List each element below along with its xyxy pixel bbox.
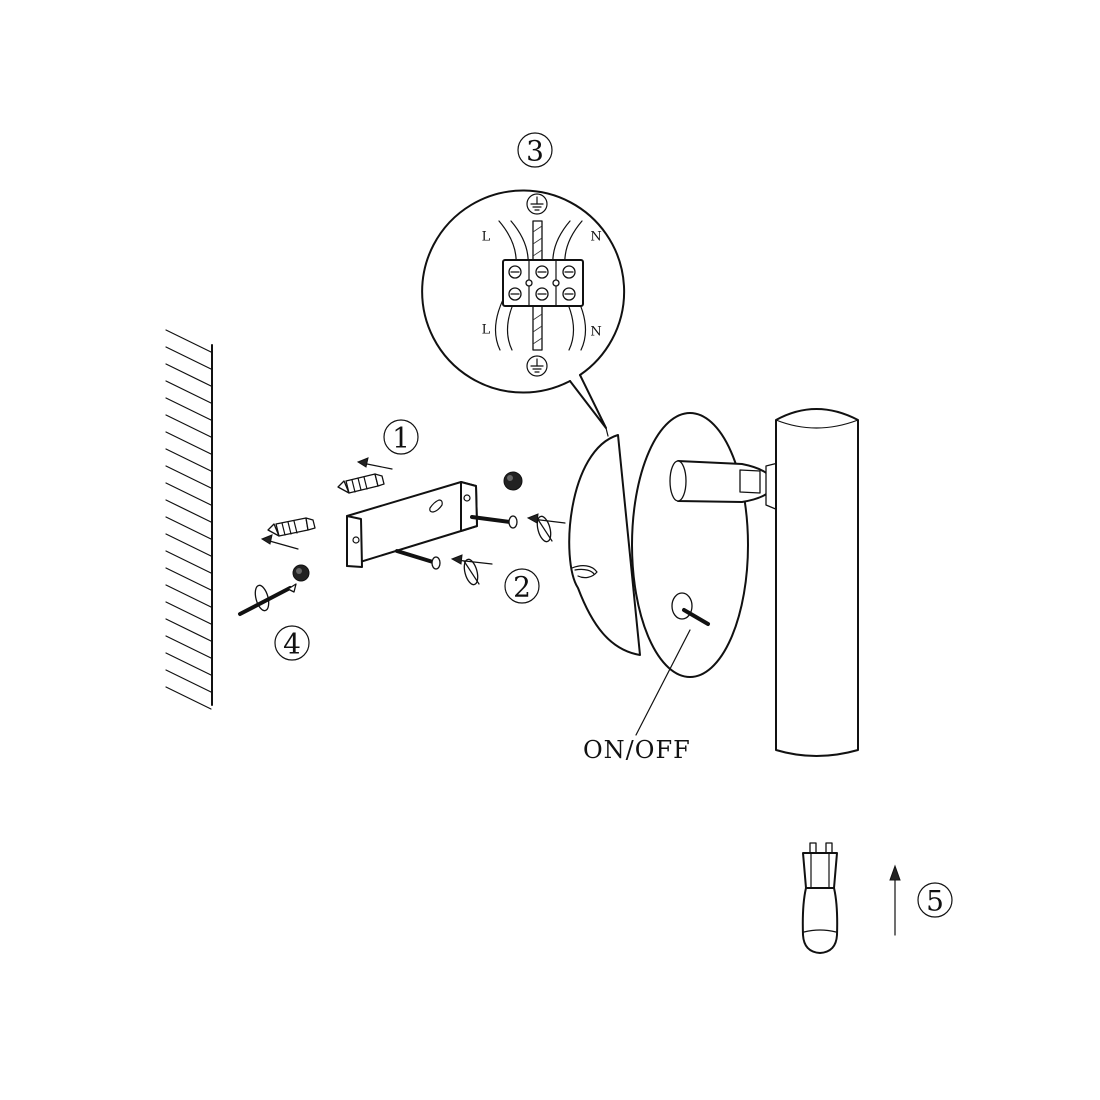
arrow-icon: [526, 513, 566, 524]
earth-symbol-top-icon: [526, 193, 548, 215]
wall-hatch-line: [165, 414, 212, 438]
step-4-marker: 4: [274, 625, 310, 661]
wall-hatch-line: [165, 465, 212, 489]
neutral-label-top: N: [590, 230, 601, 245]
terminal-block: [502, 259, 584, 307]
live-label-bottom: L: [482, 323, 491, 338]
g9-bulb-icon: [801, 842, 839, 954]
wall-hatch-line: [165, 499, 212, 523]
canopy-plate: [568, 412, 749, 678]
step-3-number: 3: [526, 135, 544, 168]
cap-nut-upper: [503, 471, 523, 491]
washer-upper: [536, 515, 553, 543]
cap-nut-lower: [292, 564, 310, 582]
wall-hatch-line: [165, 652, 212, 676]
up-arrow-icon: [889, 864, 901, 936]
earth-symbol-bottom-icon: [526, 355, 548, 377]
wall-hatch-line: [165, 533, 212, 557]
wiring-detail-callout: [421, 189, 626, 437]
wall-hatch-line: [165, 635, 212, 659]
wall-hatch-line: [165, 448, 212, 472]
step-2-marker: 2: [504, 568, 540, 604]
arrow-icon: [356, 457, 393, 470]
wall-hatch-line: [165, 482, 212, 506]
live-label-top: L: [482, 230, 491, 245]
step-2-number: 2: [513, 571, 531, 604]
wall: [165, 329, 213, 710]
step-1-marker: 1: [383, 419, 419, 455]
wall-hatch-line: [165, 363, 212, 387]
wall-hatch-line: [165, 584, 212, 608]
screw-lower: [395, 549, 441, 570]
wall-hatch-line: [165, 567, 212, 591]
washer-middle: [463, 558, 480, 586]
wall-hatch-line: [165, 346, 212, 370]
step-4-number: 4: [283, 628, 301, 661]
step-5-number: 5: [926, 885, 944, 918]
step-5-marker: 5: [917, 882, 953, 918]
screwdriver: [238, 583, 297, 616]
on-off-switch: [635, 592, 710, 736]
wall-plug-upper: [337, 473, 385, 494]
wall-hatch-line: [165, 550, 212, 574]
wall-plug-lower: [267, 517, 316, 537]
neutral-label-bottom: N: [590, 325, 601, 340]
lamp-arm: [669, 460, 779, 511]
step-3-marker: 3: [517, 132, 553, 168]
wall-hatch-line: [165, 380, 212, 404]
step-1-number: 1: [392, 422, 410, 455]
wall-hatch-line: [165, 601, 212, 625]
screw-upper: [470, 515, 518, 529]
wall-hatch-line: [165, 618, 212, 642]
on-off-label: ON/OFF: [583, 736, 691, 764]
wall-hatch-line: [165, 329, 212, 353]
arrow-icon: [260, 534, 299, 550]
wall-hatch-line: [165, 686, 212, 710]
wall-hatch-line: [165, 397, 212, 421]
wall-hatch-line: [165, 431, 212, 455]
arrow-icon: [450, 554, 493, 565]
lamp-tube: [775, 408, 859, 757]
wall-hatch-line: [165, 669, 212, 693]
wall-hatch-line: [165, 516, 212, 540]
